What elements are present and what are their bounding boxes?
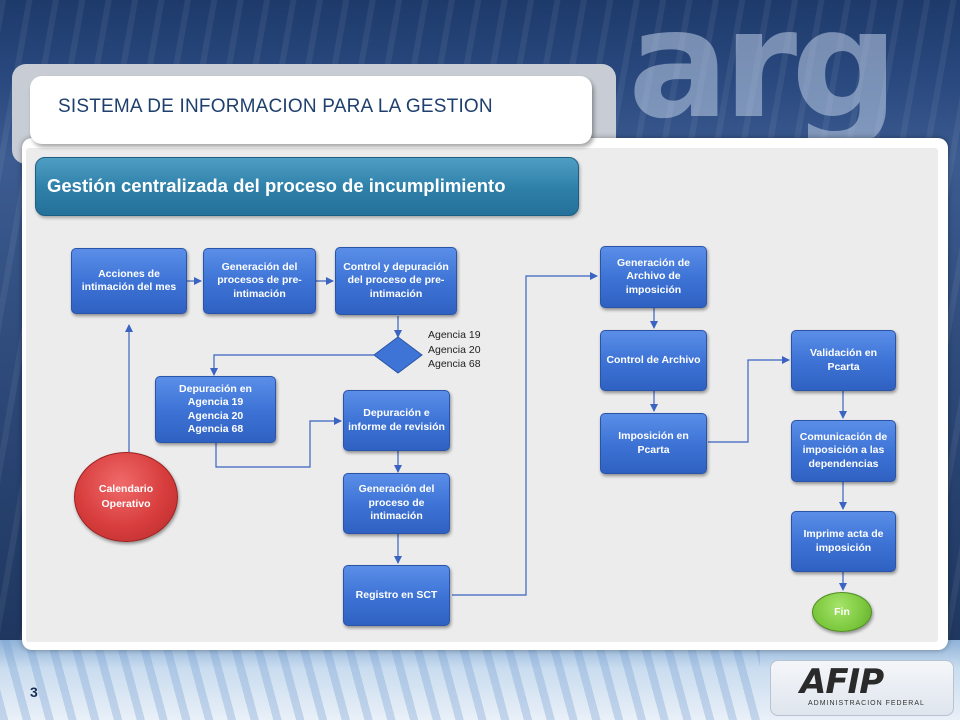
node-control-archivo-label: Control de Archivo [606, 353, 701, 366]
node-calendario-label: Calendario Operativo [98, 483, 154, 510]
page-number: 3 [30, 684, 38, 700]
node-depuracion-informe: Depuración e informe de revisión [343, 390, 450, 451]
afip-logo: AFIP [800, 662, 884, 702]
node-registro-sct: Registro en SCT [343, 565, 450, 626]
node-comunicacion-imposicion: Comunicación de imposición a las depende… [791, 420, 896, 482]
node-generacion-pre-label: Generación del procesos de pre-intimació… [217, 260, 302, 300]
afip-logo-box [770, 660, 954, 716]
decision-diamond [373, 336, 423, 374]
node-comunicacion-label: Comunicación de imposición a las depende… [799, 430, 888, 470]
subtitle-box [35, 157, 579, 216]
node-acciones-label: Acciones de intimación del mes [81, 267, 177, 294]
decision-agency-19: Agencia 19 [428, 329, 481, 341]
node-imposicion-label: Imposición en Pcarta [618, 430, 689, 456]
page-title: SISTEMA DE INFORMACION PARA LA GESTION [58, 96, 493, 117]
node-generacion-archivo: Generación de Archivo de imposición [600, 246, 707, 308]
node-depuracion-agencia-line1: Depuración en [179, 382, 252, 395]
node-fin-label: Fin [834, 606, 850, 618]
arrow-decision-to-depuracion-agencia [210, 354, 374, 376]
node-control-depuracion-label: Control y depuración del proceso de pre-… [343, 260, 449, 300]
decision-agencies-label: Agencia 19 Agencia 20 Agencia 68 [428, 328, 481, 372]
node-generacion-pre-intimacion: Generación del procesos de pre-intimació… [203, 248, 316, 314]
node-depuracion-agencia-line4: Agencia 68 [187, 423, 244, 435]
node-imposicion-pcarta: Imposición en Pcarta [600, 413, 707, 474]
arrow-registro-to-archivo [452, 272, 598, 596]
page-subtitle: Gestión centralizada del proceso de incu… [47, 175, 506, 196]
afip-logo-subtitle: ADMINISTRACION FEDERAL [808, 700, 925, 707]
node-acciones-intimacion: Acciones de intimación del mes [71, 248, 187, 314]
node-depuracion-agencia-line2: Agencia 19 [187, 396, 244, 408]
arrow-imposicion-to-validacion [708, 356, 790, 443]
node-registro-sct-label: Registro en SCT [355, 588, 438, 601]
node-control-depuracion: Control y depuración del proceso de pre-… [335, 247, 457, 315]
node-depuracion-agencia: Depuración en Agencia 19 Agencia 20 Agen… [155, 376, 276, 443]
node-generacion-intimacion: Generación del proceso de intimación [343, 473, 450, 534]
node-depuracion-agencia-line3: Agencia 20 [187, 409, 244, 422]
node-validacion-label: Validación en Pcarta [809, 347, 878, 373]
node-fin: Fin [812, 592, 872, 632]
node-imprime-acta: Imprime acta de imposición [791, 511, 896, 572]
node-generacion-archivo-label: Generación de Archivo de imposición [617, 256, 690, 296]
background-watermark: arg [628, 0, 899, 152]
arrow-depuracion-agencia-to-informe [215, 417, 342, 468]
node-generacion-intimacion-label: Generación del proceso de intimación [358, 483, 435, 523]
decision-agency-20: Agencia 20 [428, 343, 481, 356]
node-control-archivo: Control de Archivo [600, 330, 707, 391]
node-validacion-pcarta: Validación en Pcarta [791, 330, 896, 391]
decision-agency-68: Agencia 68 [428, 358, 481, 370]
node-calendario-operativo: Calendario Operativo [74, 452, 178, 542]
node-imprime-acta-label: Imprime acta de imposición [803, 528, 884, 554]
background-sun-rays [0, 640, 760, 720]
node-depuracion-informe-label: Depuración e informe de revisión [348, 407, 445, 433]
title-box [30, 76, 592, 144]
